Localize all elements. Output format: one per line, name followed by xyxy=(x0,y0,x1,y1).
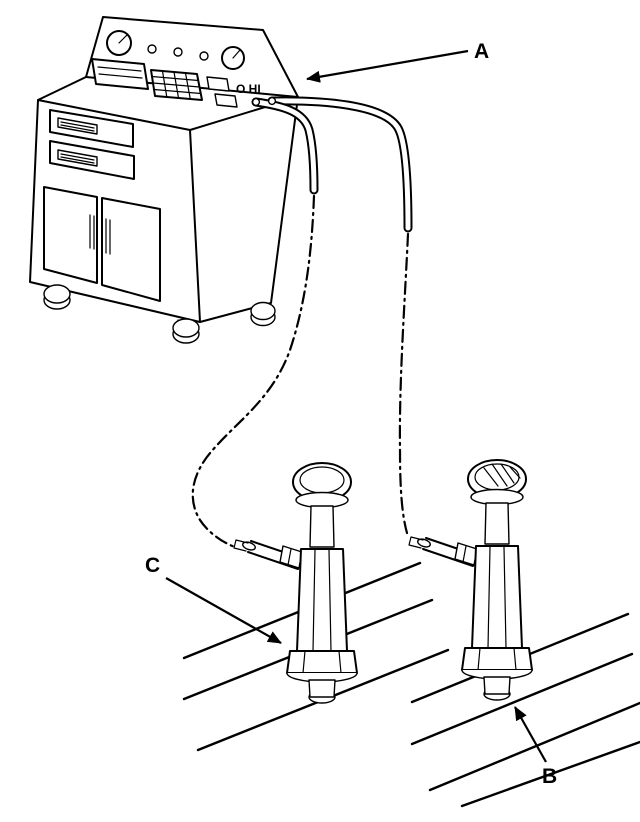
caster-right xyxy=(250,301,276,327)
callouts: A C B xyxy=(145,40,557,788)
callout-a-label: A xyxy=(474,40,489,63)
knob-1 xyxy=(147,44,157,54)
door-left xyxy=(43,186,98,284)
valve-c-fitting-end xyxy=(242,541,256,551)
valve-b-fitting-tip xyxy=(408,536,424,549)
hose-left xyxy=(191,97,319,549)
valve-b-assembly xyxy=(408,459,533,701)
valve-c-hex-facets xyxy=(312,549,332,652)
valve-c-fitting-nut-facet xyxy=(287,548,292,566)
caster-right-wheel xyxy=(250,301,276,321)
valve-b-fitting-end xyxy=(417,538,431,548)
knob-3 xyxy=(199,51,209,61)
switch-plate-2 xyxy=(214,93,238,108)
hose-left-hidden-run xyxy=(191,194,316,549)
valve-c-fitting-tip xyxy=(233,539,249,552)
valve-b-cap-skirt xyxy=(470,488,524,506)
door-left-handle xyxy=(89,214,95,250)
valve-b-dome-hatch xyxy=(483,463,521,487)
drawers xyxy=(49,109,135,180)
valve-b-neck xyxy=(484,502,510,545)
valve-b-fitting-nut-facet xyxy=(462,545,467,563)
callout-a-arrow xyxy=(306,49,469,83)
port-markings-label: O HI xyxy=(236,82,261,96)
caster-front-left-wheel xyxy=(43,284,71,304)
valve-c-flange-facets xyxy=(302,650,342,674)
callout-b-label: B xyxy=(542,765,557,788)
display-lines xyxy=(97,66,143,79)
valve-b-flange xyxy=(461,647,533,671)
display-screen xyxy=(91,58,149,90)
valve-c-hex-body xyxy=(296,548,348,652)
drawer-top-handle-vents xyxy=(60,121,95,132)
right-rail-3 xyxy=(428,701,640,792)
cabinet-doors xyxy=(43,186,161,302)
right-frame-rails xyxy=(410,612,640,808)
valve-b-hex-facets xyxy=(487,546,507,649)
right-rail-4 xyxy=(460,740,640,808)
right-rail-2 xyxy=(410,652,634,746)
valve-c-nipple xyxy=(308,679,336,698)
valve-c-cap-skirt xyxy=(295,491,349,509)
hose-connectors xyxy=(251,96,277,107)
valve-c-fitting-nut xyxy=(279,545,303,569)
caster-front-middle-wheel xyxy=(172,318,200,338)
machine-port-right xyxy=(267,96,277,106)
service-machine-cart: O HI xyxy=(29,16,299,344)
gauge-dial-right-needle xyxy=(232,49,241,59)
switch-plate-1 xyxy=(206,76,230,92)
valve-b-hex-body xyxy=(471,545,523,649)
machine-port-left xyxy=(251,97,261,107)
callout-c-arrow xyxy=(165,577,282,644)
control-panel: O HI xyxy=(91,30,261,108)
hose-left-solid-inner xyxy=(253,99,317,193)
caster-front-left xyxy=(43,284,71,310)
casters xyxy=(43,284,276,344)
callout-c-label: C xyxy=(145,554,160,577)
valve-c-assembly xyxy=(233,462,358,704)
knob-2 xyxy=(173,47,183,57)
door-right-handle xyxy=(105,218,111,255)
keypad-grid xyxy=(151,70,202,100)
valve-b-flange-facets xyxy=(477,647,517,671)
hose-right-solid-inner xyxy=(269,98,411,231)
caster-front-middle xyxy=(172,318,200,344)
hose-right-hidden-run xyxy=(398,232,410,535)
callout-b-arrow xyxy=(514,706,547,763)
drawer-bottom-handle-vents xyxy=(60,153,95,164)
valve-b-fitting-nut xyxy=(454,542,478,566)
valve-c-neck xyxy=(309,505,335,548)
valve-b-nipple xyxy=(483,676,511,695)
hose-right xyxy=(267,96,413,535)
gauge-dial-left-needle xyxy=(118,34,128,44)
valve-c-flange xyxy=(286,650,358,674)
door-right xyxy=(101,197,161,302)
